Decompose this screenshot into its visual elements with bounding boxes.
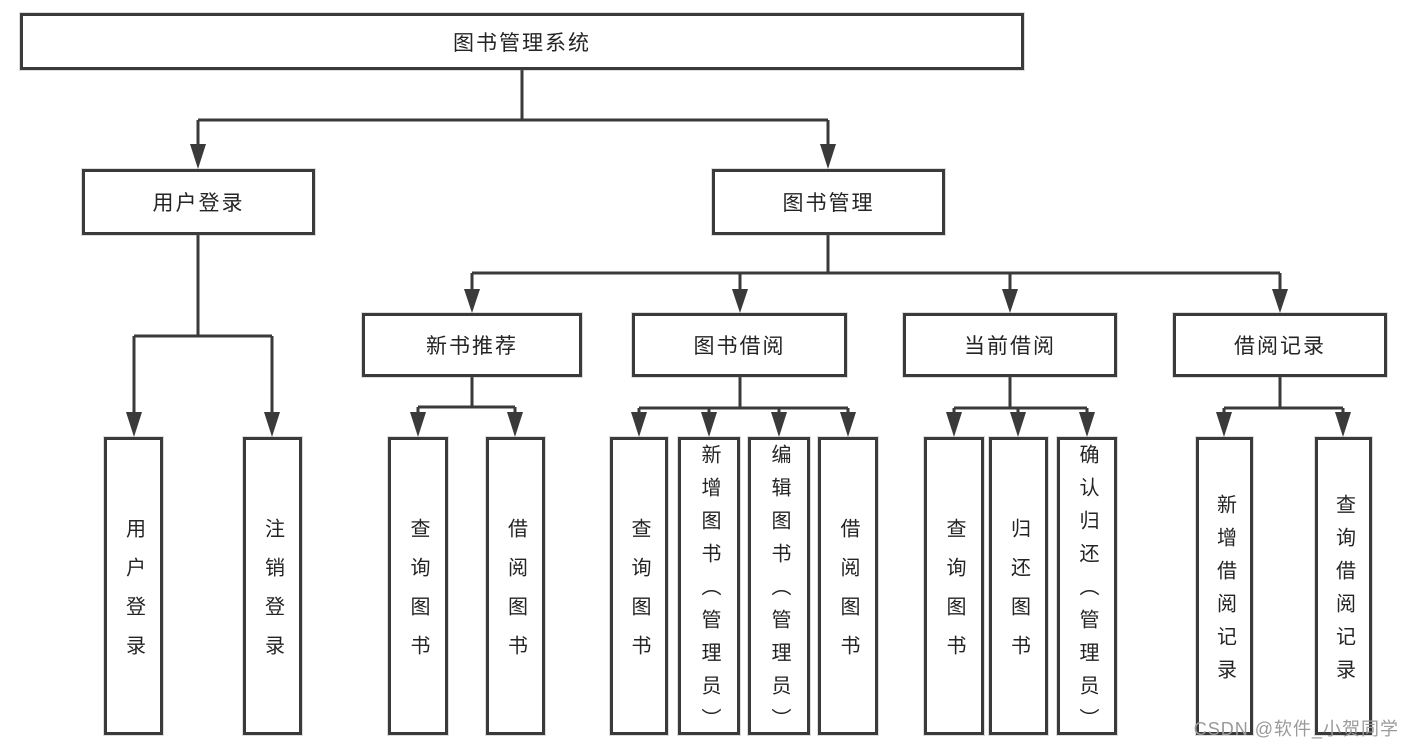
connectors-current-borrow bbox=[946, 377, 1095, 437]
leaf-confirm-return-admin: 确认归还（管理员） bbox=[1057, 437, 1117, 741]
leaf-confirm-return-admin-label: 确认归还（管理员） bbox=[1076, 444, 1098, 741]
node-new-book-rec-label: 新书推荐 bbox=[426, 335, 518, 358]
leaf-logout: 注销登录 bbox=[243, 437, 302, 735]
leaf-edit-books-admin: 编辑图书（管理员） bbox=[748, 437, 810, 741]
leaf-query-books-current-label: 查询图书 bbox=[943, 517, 965, 674]
leaf-query-books-rec-label: 查询图书 bbox=[407, 517, 429, 674]
node-book-borrow-label: 图书借阅 bbox=[693, 335, 786, 358]
node-root-label: 图书管理系统 bbox=[453, 31, 591, 55]
node-book-mgmt-label: 图书管理 bbox=[782, 192, 875, 215]
leaf-edit-books-admin-label: 编辑图书（管理员） bbox=[768, 444, 790, 741]
leaf-query-borrow-record-label: 查询借阅记录 bbox=[1332, 493, 1355, 692]
leaf-add-books-admin-label: 新增图书（管理员） bbox=[698, 444, 720, 741]
connectors-user-login bbox=[126, 235, 280, 437]
node-borrow-records: 借阅记录 bbox=[1173, 313, 1387, 377]
node-new-book-rec: 新书推荐 bbox=[362, 313, 582, 377]
node-book-mgmt: 图书管理 bbox=[712, 169, 945, 235]
leaf-add-books-admin: 新增图书（管理员） bbox=[678, 437, 740, 741]
leaf-user-login: 用户登录 bbox=[104, 437, 163, 735]
leaf-borrow-books: 借阅图书 bbox=[818, 437, 878, 735]
leaf-add-borrow-record-label: 新增借阅记录 bbox=[1213, 493, 1236, 692]
connectors-book-borrow bbox=[631, 377, 856, 437]
connectors-book-mgmt bbox=[464, 235, 1288, 313]
connectors-new-book-rec bbox=[410, 377, 523, 437]
node-root: 图书管理系统 bbox=[20, 13, 1024, 70]
leaf-query-books-borrow: 查询图书 bbox=[610, 437, 668, 735]
node-current-borrow: 当前借阅 bbox=[903, 313, 1117, 377]
leaf-borrow-books-rec: 借阅图书 bbox=[486, 437, 545, 735]
node-borrow-records-label: 借阅记录 bbox=[1234, 335, 1326, 358]
watermark: CSDN @软件_小贺同学 bbox=[1193, 719, 1399, 739]
node-current-borrow-label: 当前借阅 bbox=[964, 335, 1056, 358]
leaf-borrow-books-rec-label: 借阅图书 bbox=[504, 517, 527, 674]
connectors-borrow-records bbox=[1216, 377, 1351, 437]
node-user-login-label: 用户登录 bbox=[152, 192, 245, 215]
node-user-login: 用户登录 bbox=[82, 169, 315, 235]
leaf-query-books-current: 查询图书 bbox=[924, 437, 984, 735]
leaf-add-borrow-record: 新增借阅记录 bbox=[1196, 437, 1253, 735]
leaf-query-books-borrow-label: 查询图书 bbox=[628, 517, 650, 674]
leaf-query-books-rec: 查询图书 bbox=[388, 437, 448, 735]
leaf-return-books-label: 归还图书 bbox=[1007, 517, 1030, 674]
leaf-logout-label: 注销登录 bbox=[261, 517, 284, 674]
leaf-user-login-label: 用户登录 bbox=[122, 517, 145, 674]
node-book-borrow: 图书借阅 bbox=[632, 313, 847, 377]
leaf-query-borrow-record: 查询借阅记录 bbox=[1315, 437, 1372, 735]
connectors-root bbox=[190, 70, 836, 169]
leaf-borrow-books-label: 借阅图书 bbox=[837, 517, 859, 674]
leaf-return-books: 归还图书 bbox=[989, 437, 1048, 735]
